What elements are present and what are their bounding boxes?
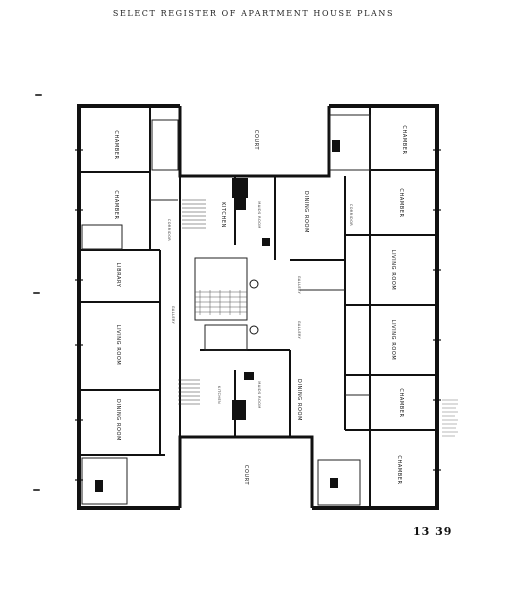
room-label-maids-room-n: MAIDS ROOM <box>257 201 261 228</box>
east-outer-wall <box>312 104 439 510</box>
binding-mark-bottom <box>33 489 40 491</box>
room-label-dining-room-w: DINING ROOM <box>115 399 121 441</box>
south-court-wall <box>178 435 314 508</box>
room-label-chamber-e3: CHAMBER <box>398 388 404 417</box>
room-label-chamber-w2: CHAMBER <box>113 190 119 219</box>
room-label-chamber-e2: CHAMBER <box>398 188 404 217</box>
room-label-kitchen-nw: KITCHEN <box>220 202 226 228</box>
room-label-living-room-e2: LIVING ROOM <box>390 320 396 361</box>
room-label-library-w: LIBRARY <box>115 263 121 288</box>
room-label-dining-room-n: DINING ROOM <box>303 191 309 233</box>
room-label-chamber-nw: CHAMBER <box>113 130 119 159</box>
room-label-living-room-w: LIVING ROOM <box>115 325 121 366</box>
interior-walls <box>79 106 437 508</box>
room-label-court-n: COURT <box>253 130 259 151</box>
room-label-gallery-c: GALLERY <box>297 276 301 295</box>
stair-treads <box>178 199 206 405</box>
room-label-maids-room-s: MAIDS ROOM <box>257 381 261 408</box>
room-label-gallery-w: GALLERY <box>171 306 175 325</box>
room-label-living-room-e: LIVING ROOM <box>390 250 396 291</box>
room-label-kitchen-s: KITCHEN <box>217 386 221 404</box>
room-label-dining-room-s: DINING ROOM <box>296 379 302 421</box>
binding-mark-middle <box>33 292 40 294</box>
room-label-court-s: COURT <box>243 465 249 486</box>
room-label-gallery-c2: GALLERY <box>297 321 301 340</box>
outer-walls <box>77 104 439 510</box>
hall-hatching <box>195 290 247 315</box>
west-outer-wall <box>77 104 180 510</box>
room-label-corridor-e: CORRIDOR <box>349 204 353 226</box>
page-header: SELECT REGISTER OF APARTMENT HOUSE PLANS <box>112 9 395 18</box>
north-court-wall <box>178 106 331 178</box>
side-note-lines <box>442 399 458 437</box>
room-label-chamber-se: CHAMBER <box>396 455 402 484</box>
page-number: 13 39 <box>413 525 453 538</box>
binding-mark-top <box>35 94 42 96</box>
room-label-corridor-w: CORRIDOR <box>167 219 171 241</box>
room-label-chamber-ne: CHAMBER <box>401 125 407 154</box>
